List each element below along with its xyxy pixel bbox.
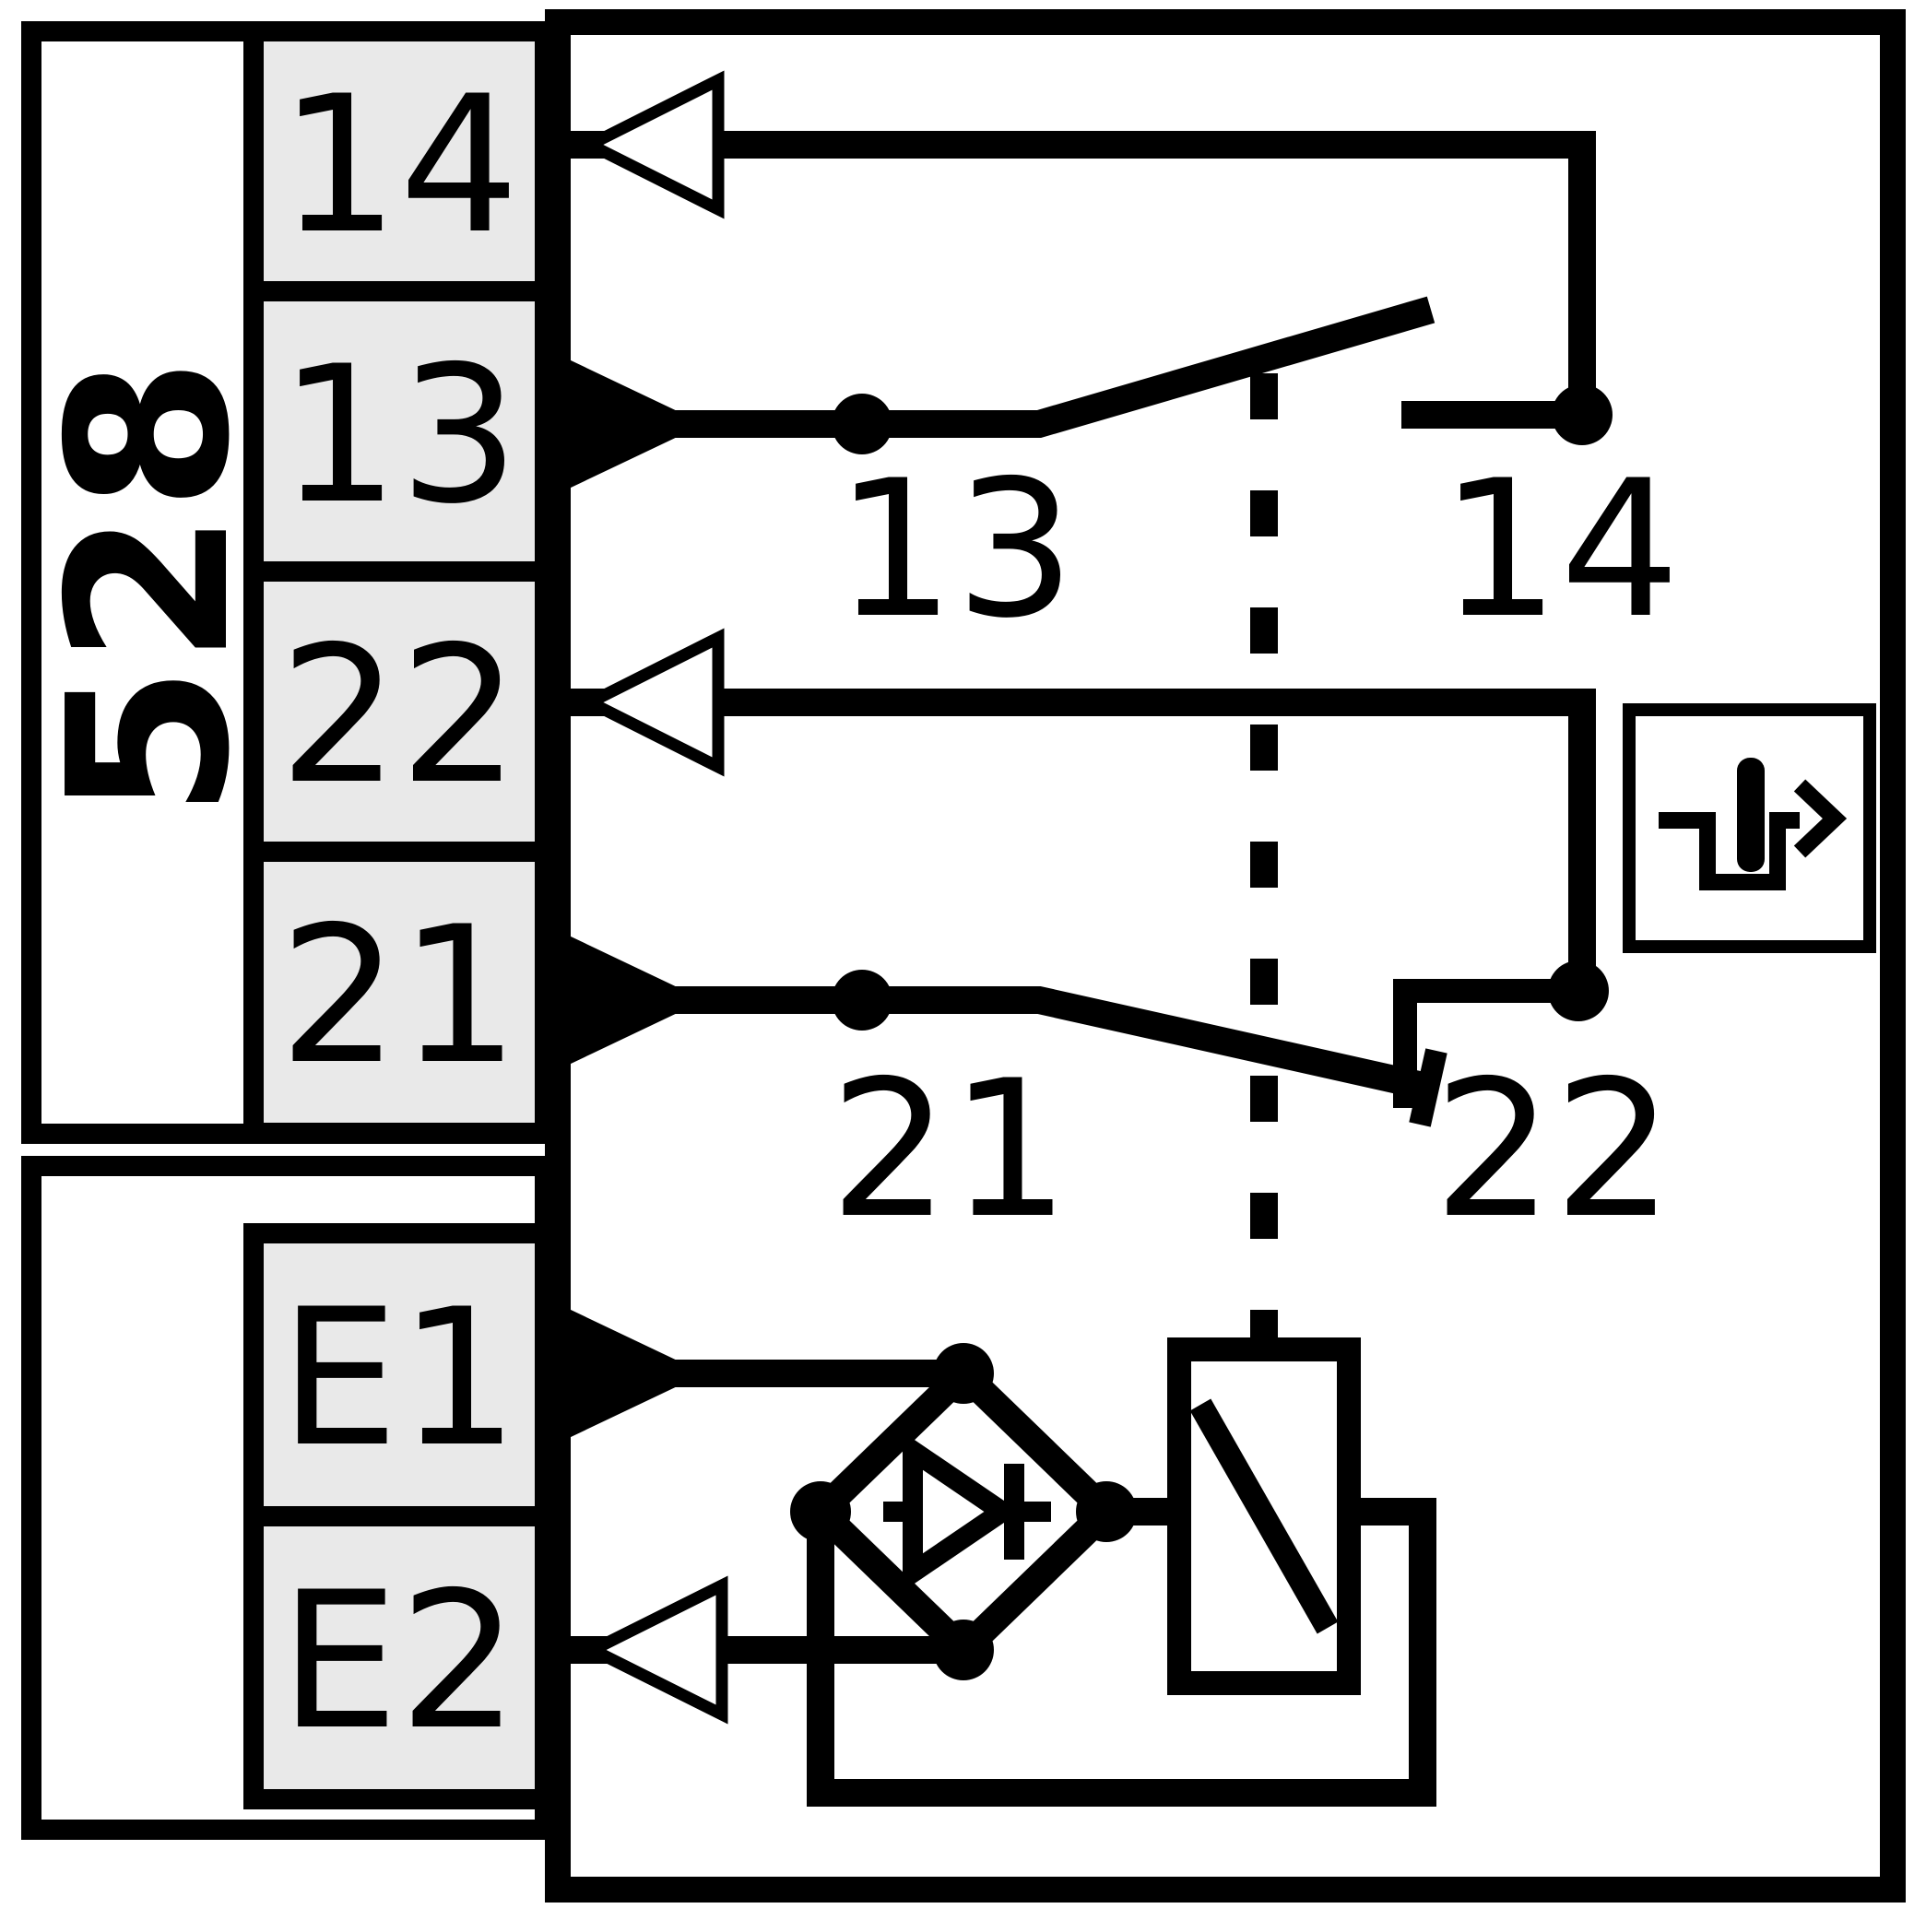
nc-contact-moving-arm	[570, 986, 1431, 1101]
terminal-label-21: 21	[279, 887, 520, 1106]
arrow-into-terminal-e2-icon	[579, 1575, 728, 1725]
diagram-enclosure-box	[545, 9, 1906, 1903]
relay-coil	[1167, 1337, 1361, 1695]
arrow-out-terminal-21-icon	[569, 936, 704, 1065]
diode-triangle-icon	[903, 1431, 1021, 1592]
coil-return-wire	[807, 1498, 1436, 1807]
bridge-node-right	[1076, 1481, 1137, 1542]
terminal-label-e2: E2	[279, 1552, 519, 1772]
terminal-label-e1: E1	[279, 1269, 519, 1489]
bridge-node-left	[790, 1481, 851, 1542]
nc-contact-tip-bar	[1409, 1048, 1447, 1127]
wire-terminal-14	[570, 131, 1596, 415]
arrow-right-icon	[1793, 779, 1848, 858]
actuator-symbol	[1623, 703, 1876, 953]
contact-label-22: 22	[1434, 1041, 1674, 1260]
nc-contact-21-22: 21 22	[569, 628, 1674, 1260]
bridge-node-bottom	[933, 1620, 994, 1680]
module-label: 528	[20, 358, 278, 819]
junction-dot-21	[832, 970, 892, 1031]
wire-terminal-22	[570, 689, 1596, 991]
no-contact-13-14: 13 14	[569, 70, 1681, 660]
arrow-out-terminal-13-icon	[569, 359, 704, 489]
junction-dot-13	[832, 394, 892, 454]
terminal-label-13: 13	[279, 326, 520, 546]
input-circuit	[569, 1309, 1436, 1807]
terminal-block-lower: E1 E2	[243, 1223, 555, 1809]
bridge-node-top	[933, 1343, 994, 1404]
terminal-cell-e2	[243, 1506, 555, 1809]
terminal-label-22: 22	[279, 607, 520, 826]
actuator-channel-icon	[1659, 812, 1800, 890]
contact-label-13: 13	[835, 441, 1076, 660]
plunger-icon	[1737, 758, 1765, 872]
contact-label-14: 14	[1440, 441, 1681, 660]
no-contact-moving-arm	[570, 296, 1436, 438]
terminal-block-upper: 14 13 22 21	[243, 21, 555, 1143]
arrow-into-terminal-22-icon	[576, 628, 725, 777]
junction-dot-22	[1548, 960, 1609, 1021]
junction-dot-14	[1552, 384, 1613, 445]
relay-coil-diagonal	[1189, 1398, 1339, 1634]
terminal-label-14: 14	[279, 56, 520, 276]
contact-label-21: 21	[830, 1041, 1070, 1260]
arrow-into-terminal-14-icon	[576, 70, 725, 219]
arrow-out-terminal-e1-icon	[569, 1309, 704, 1438]
bridge-rectifier	[790, 1343, 1137, 1680]
